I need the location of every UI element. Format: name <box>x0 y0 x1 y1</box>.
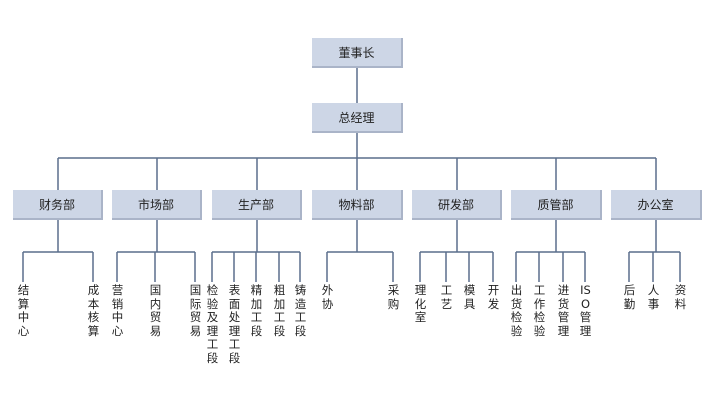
dept-production: 生产部 <box>212 190 302 220</box>
leaf-settlement-center: 结算中心 <box>17 283 30 338</box>
dept-marketing: 市场部 <box>112 190 202 220</box>
leaf-development: 开发 <box>487 283 500 311</box>
leaf-rough-machining: 粗加工段 <box>273 283 286 338</box>
leaf-outgoing-inspection: 出货检验 <box>510 283 523 338</box>
leaf-records: 资料 <box>674 283 687 311</box>
leaf-logistics: 后勤 <box>623 283 636 311</box>
dept-materials: 物料部 <box>312 190 403 220</box>
leaf-cost-accounting: 成本核算 <box>87 283 100 338</box>
leaf-domestic-trade: 国内贸易 <box>149 283 162 338</box>
leaf-purchasing: 采购 <box>387 283 400 311</box>
dept-rnd: 研发部 <box>412 190 502 220</box>
dept-office: 办公室 <box>611 190 702 220</box>
leaf-finishing: 精加工段 <box>250 283 263 338</box>
leaf-international-trade: 国际贸易 <box>189 283 202 338</box>
dept-quality: 质管部 <box>511 190 602 220</box>
leaf-inspection-section: 检验及理工段 <box>206 283 219 365</box>
leaf-surface-treatment: 表面处理工段 <box>228 283 241 365</box>
leaf-work-inspection: 工作检验 <box>533 283 546 338</box>
dept-finance: 财务部 <box>13 190 103 220</box>
leaf-molds: 模具 <box>463 283 476 311</box>
chairman-box: 董事长 <box>312 38 403 68</box>
leaf-process: 工艺 <box>440 283 453 311</box>
leaf-personnel: 人事 <box>647 283 660 311</box>
leaf-outsourcing: 外协 <box>321 283 334 311</box>
leaf-physchem-lab: 理化室 <box>414 283 427 324</box>
leaf-incoming-management: 进货管理 <box>557 283 570 338</box>
general-manager-box: 总经理 <box>312 103 403 133</box>
leaf-marketing-center: 营销中心 <box>111 283 124 338</box>
leaf-casting: 铸造工段 <box>294 283 307 338</box>
leaf-iso-management: ISO管理 <box>579 283 592 338</box>
